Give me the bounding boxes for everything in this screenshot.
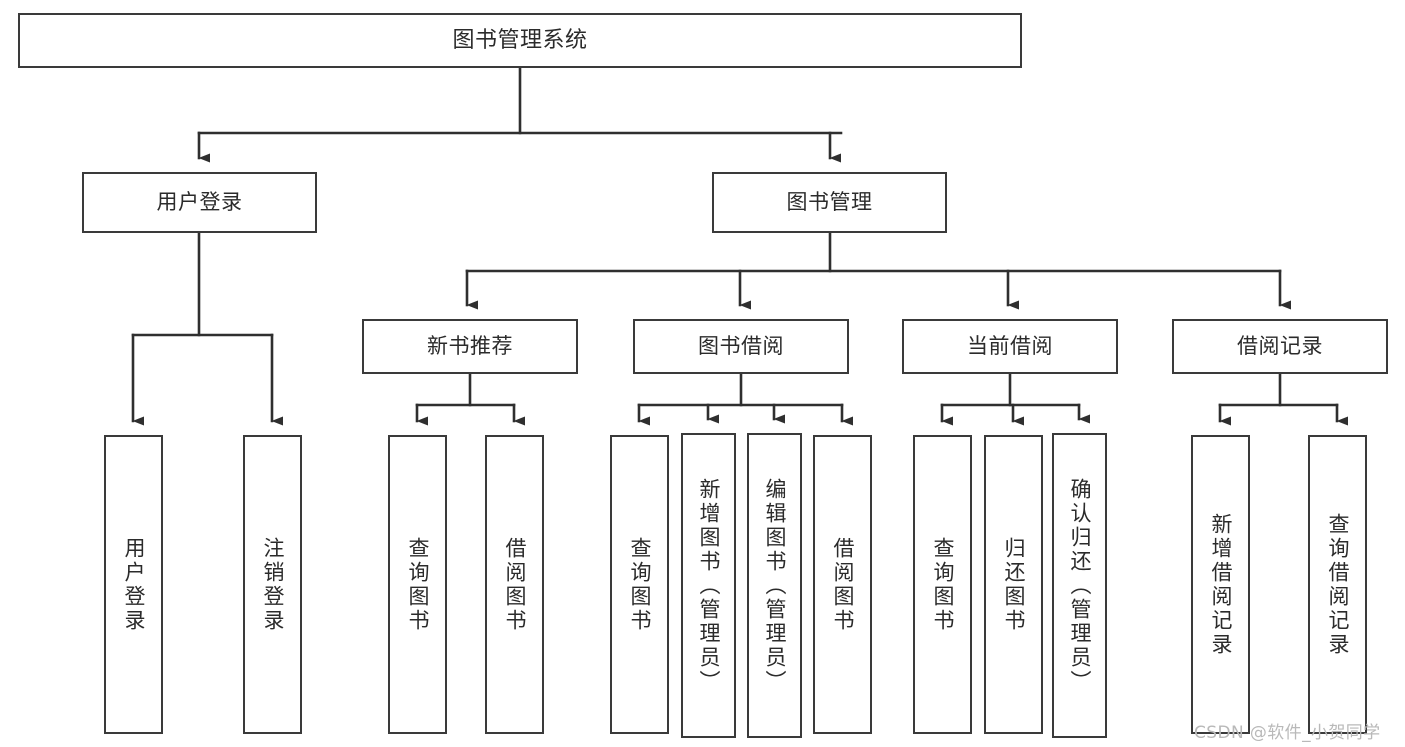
leaf-user-login[interactable]: 用户登录 — [104, 435, 163, 734]
leaf-query-borrow-record-label: 查询借阅记录 — [1326, 512, 1350, 657]
leaf-query-book-new-rec[interactable]: 查询图书 — [388, 435, 447, 734]
leaf-query-book-borrow-label: 查询图书 — [628, 536, 652, 633]
node-book-management-label: 图书管理 — [786, 190, 873, 215]
leaf-user-login-label: 用户登录 — [122, 536, 146, 633]
leaf-query-book-current-label: 查询图书 — [931, 536, 955, 633]
node-root-label: 图书管理系统 — [452, 27, 588, 53]
csdn-watermark: CSDN @软件_小贺同学 — [1194, 723, 1381, 743]
leaf-confirm-return-admin-label: 确认归还（管理员） — [1068, 477, 1092, 694]
leaf-borrow-book[interactable]: 借阅图书 — [813, 435, 872, 734]
node-book-borrow[interactable]: 图书借阅 — [633, 319, 849, 374]
leaf-borrow-book-new-rec-label: 借阅图书 — [503, 536, 527, 633]
node-current-borrow[interactable]: 当前借阅 — [902, 319, 1118, 374]
node-borrow-record[interactable]: 借阅记录 — [1172, 319, 1388, 374]
leaf-query-book-current[interactable]: 查询图书 — [913, 435, 972, 734]
node-root[interactable]: 图书管理系统 — [18, 13, 1022, 68]
leaf-borrow-book-label: 借阅图书 — [831, 536, 855, 633]
leaf-add-borrow-record[interactable]: 新增借阅记录 — [1191, 435, 1250, 734]
node-user-login-label: 用户登录 — [156, 190, 243, 215]
leaf-return-book-label: 归还图书 — [1002, 536, 1026, 633]
leaf-edit-book-admin[interactable]: 编辑图书（管理员） — [747, 433, 802, 738]
leaf-return-book[interactable]: 归还图书 — [984, 435, 1043, 734]
node-user-login[interactable]: 用户登录 — [82, 172, 317, 233]
node-borrow-record-label: 借阅记录 — [1237, 334, 1323, 359]
leaf-query-book-new-rec-label: 查询图书 — [406, 536, 430, 633]
leaf-add-book-admin-label: 新增图书（管理员） — [697, 477, 721, 694]
leaf-confirm-return-admin[interactable]: 确认归还（管理员） — [1052, 433, 1107, 738]
node-book-borrow-label: 图书借阅 — [698, 334, 784, 359]
node-new-book-recommend[interactable]: 新书推荐 — [362, 319, 578, 374]
leaf-add-borrow-record-label: 新增借阅记录 — [1209, 512, 1233, 657]
leaf-logout[interactable]: 注销登录 — [243, 435, 302, 734]
leaf-query-book-borrow[interactable]: 查询图书 — [610, 435, 669, 734]
node-book-management[interactable]: 图书管理 — [712, 172, 947, 233]
leaf-edit-book-admin-label: 编辑图书（管理员） — [763, 477, 787, 694]
leaf-logout-label: 注销登录 — [261, 536, 285, 633]
node-current-borrow-label: 当前借阅 — [967, 334, 1053, 359]
leaf-borrow-book-new-rec[interactable]: 借阅图书 — [485, 435, 544, 734]
node-new-book-recommend-label: 新书推荐 — [427, 334, 513, 359]
leaf-add-book-admin[interactable]: 新增图书（管理员） — [681, 433, 736, 738]
leaf-query-borrow-record[interactable]: 查询借阅记录 — [1308, 435, 1367, 734]
